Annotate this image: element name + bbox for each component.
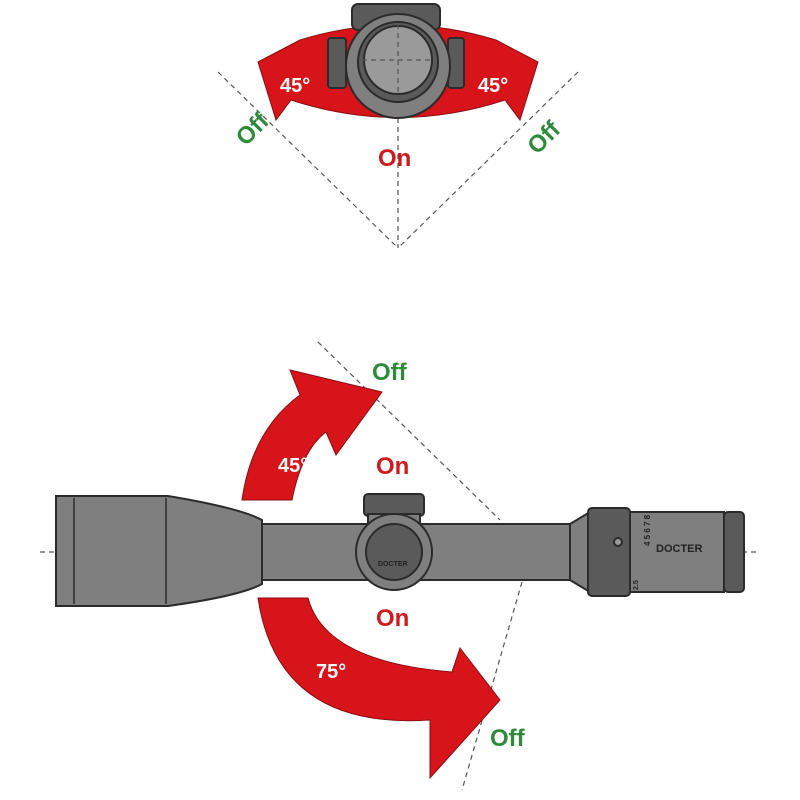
side-view: DOCTER 4 5 6 7 8 2.5 DOCTER Off 45° On O… [40,341,760,791]
side-down-on-label: On [376,605,409,632]
top-left-angle-label: 45° [280,75,310,97]
eyepiece-ring [723,511,745,593]
power-ring [587,507,631,597]
side-down-off-label: Off [490,725,526,752]
side-down-limit-line [461,581,523,791]
top-left-limit-line [217,71,399,249]
top-right-limit-line [397,71,579,249]
side-down-angle-label: 75° [316,661,346,683]
top-right-angle-label: 45° [478,75,508,97]
zoom-low-mark: 2.5 [633,580,640,590]
side-up-angle-label: 45° [278,455,308,477]
side-up-limit-line [317,341,501,521]
rear-view-side-knob-left [327,37,347,89]
top-on-label: On [378,145,411,172]
turret-cap [363,493,425,517]
top-left-off-label: Off [231,107,275,151]
scope-brand-text: DOCTER [656,543,703,555]
scope-rear-view [327,3,465,119]
side-up-off-label: Off [372,359,408,386]
eyepiece-body [629,511,725,593]
top-right-off-label: Off [522,115,566,159]
dial-brand-text: DOCTER [378,561,408,568]
objective-bell [55,495,263,607]
zoom-marks: 4 5 6 7 8 [643,514,652,546]
side-up-on-label: On [376,453,409,480]
power-ring-dot [613,537,623,547]
top-view: 45° 45° On Off Off [217,3,579,249]
side-dial-inner [365,523,423,581]
side-up-rotation-arrow [241,369,383,501]
scope-side-view: DOCTER 4 5 6 7 8 2.5 DOCTER [55,493,745,607]
side-down-rotation-arrow [257,597,501,780]
